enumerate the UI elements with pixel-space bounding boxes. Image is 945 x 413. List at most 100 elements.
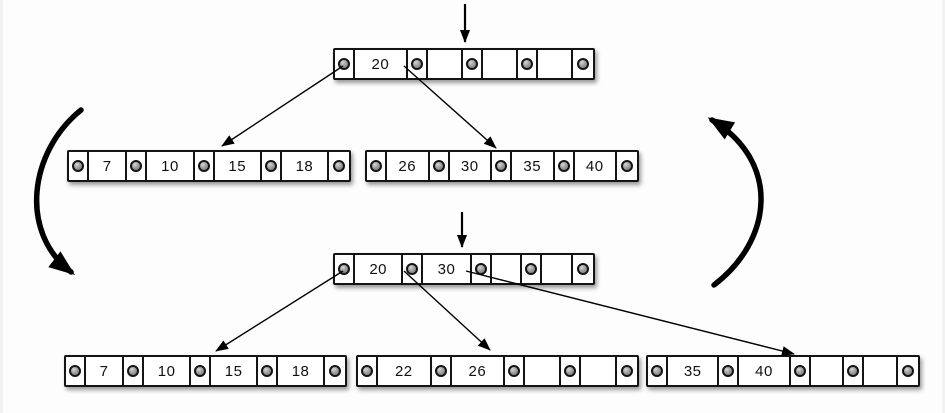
curved-arrow-up-icon: [707, 117, 764, 288]
key-cell-2: [492, 255, 523, 283]
pointer-dot-icon: [370, 160, 382, 172]
pointer-dot-icon: [261, 365, 274, 377]
pointer-cell-2: [195, 152, 215, 180]
key-cell-2: 15: [211, 357, 259, 385]
node-after-child-middle: 22 26: [356, 355, 639, 387]
pointer-dot-icon: [465, 58, 478, 70]
pointer-cell-4: [329, 152, 349, 180]
pointer-dot-icon: [495, 160, 507, 172]
pointer-cell-2: [463, 50, 483, 78]
key-cell-3: [538, 50, 573, 78]
pointer-dot-icon: [520, 58, 533, 70]
pointer-cell-1: [127, 152, 148, 180]
pointer-dot-icon: [621, 160, 633, 172]
key-cell-0: 35: [668, 357, 720, 385]
key-cell-0: 20: [355, 255, 404, 283]
pointer-cell-3: [262, 152, 282, 180]
pointer-cell-4: [325, 357, 345, 385]
pointer-dot-icon: [525, 263, 538, 275]
pointer-dot-icon: [406, 263, 419, 275]
pointer-cell-0: [66, 357, 86, 385]
key-cell-1: 10: [147, 152, 195, 180]
pointer-dot-icon: [72, 160, 84, 172]
pointer-dot-icon: [130, 160, 143, 172]
key-cell-1: 30: [450, 152, 492, 180]
pointer-cell-4: [898, 357, 918, 385]
pointer-dot-icon: [194, 365, 207, 377]
key-cell-2: [525, 357, 562, 385]
pointer-dot-icon: [847, 365, 860, 377]
pointer-cell-4: [617, 357, 637, 385]
pointer-dot-icon: [577, 263, 589, 275]
pointer-dot-icon: [264, 160, 277, 172]
pointer-dot-icon: [338, 58, 350, 70]
key-cell-3: [864, 357, 898, 385]
key-cell-2: 15: [215, 152, 262, 180]
node-after-child-right: 35 40: [646, 355, 920, 387]
pointer-cell-0: [358, 357, 378, 385]
pointer-dot-icon: [361, 365, 373, 377]
key-cell-3: 18: [278, 357, 326, 385]
edge-before-root-to-left-child: [221, 65, 344, 147]
pointer-cell-0: [648, 357, 668, 385]
key-cell-0: 22: [378, 357, 432, 385]
pointer-cell-4: [617, 152, 637, 180]
key-cell-3: [581, 357, 617, 385]
pointer-cell-0: [335, 255, 355, 283]
pointer-cell-0: [69, 152, 89, 180]
pointer-cell-1: [432, 357, 452, 385]
pointer-dot-icon: [329, 365, 342, 377]
pointer-cell-1: [430, 152, 450, 180]
pointer-cell-4: [573, 50, 593, 78]
key-cell-1: 10: [144, 357, 192, 385]
pointer-dot-icon: [338, 263, 350, 275]
pointer-cell-3: [522, 255, 543, 283]
pointer-cell-1: [124, 357, 145, 385]
key-cell-3: [542, 255, 573, 283]
pointer-cell-1: [403, 255, 424, 283]
pointer-cell-4: [573, 255, 593, 283]
pointer-cell-1: [408, 50, 428, 78]
key-cell-0: 7: [86, 357, 125, 385]
pointer-dot-icon: [621, 365, 633, 377]
pointer-cell-3: [555, 152, 575, 180]
pointer-dot-icon: [577, 58, 589, 70]
pointer-dot-icon: [333, 160, 346, 172]
pointer-cell-0: [335, 50, 355, 78]
pointer-dot-icon: [557, 160, 570, 172]
node-before-child-left: 7 10 15 18: [67, 150, 351, 182]
edge-after-root-to-left-child: [215, 270, 344, 352]
key-cell-2: 35: [512, 152, 555, 180]
node-before-child-right: 26 30 35 40: [365, 150, 639, 182]
key-cell-1: 40: [739, 357, 791, 385]
node-before-root: 20: [333, 48, 595, 80]
key-cell-3: 18: [282, 152, 330, 180]
key-cell-1: 26: [452, 357, 506, 385]
pointer-dot-icon: [793, 365, 806, 377]
pointer-cell-2: [492, 152, 512, 180]
pointer-dot-icon: [902, 365, 914, 377]
pointer-dot-icon: [410, 58, 423, 70]
pointer-cell-2: [191, 357, 212, 385]
pointer-cell-2: [505, 357, 526, 385]
key-cell-0: 20: [355, 50, 408, 78]
key-cell-2: [483, 50, 518, 78]
pointer-dot-icon: [508, 365, 521, 377]
curved-arrow-down-icon: [33, 107, 84, 276]
key-cell-0: 26: [387, 152, 430, 180]
pointer-dot-icon: [69, 365, 81, 377]
pointer-dot-icon: [434, 365, 447, 377]
key-cell-3: 40: [575, 152, 617, 180]
pointer-dot-icon: [432, 160, 445, 172]
key-cell-1: [428, 50, 463, 78]
pointer-cell-3: [518, 50, 538, 78]
pointer-cell-0: [367, 152, 387, 180]
pointer-cell-2: [472, 255, 492, 283]
pointer-dot-icon: [651, 365, 663, 377]
pointer-dot-icon: [722, 365, 735, 377]
node-after-child-left: 7 10 15 18: [64, 355, 347, 387]
key-cell-0: 7: [89, 152, 128, 180]
pointer-cell-2: [791, 357, 811, 385]
